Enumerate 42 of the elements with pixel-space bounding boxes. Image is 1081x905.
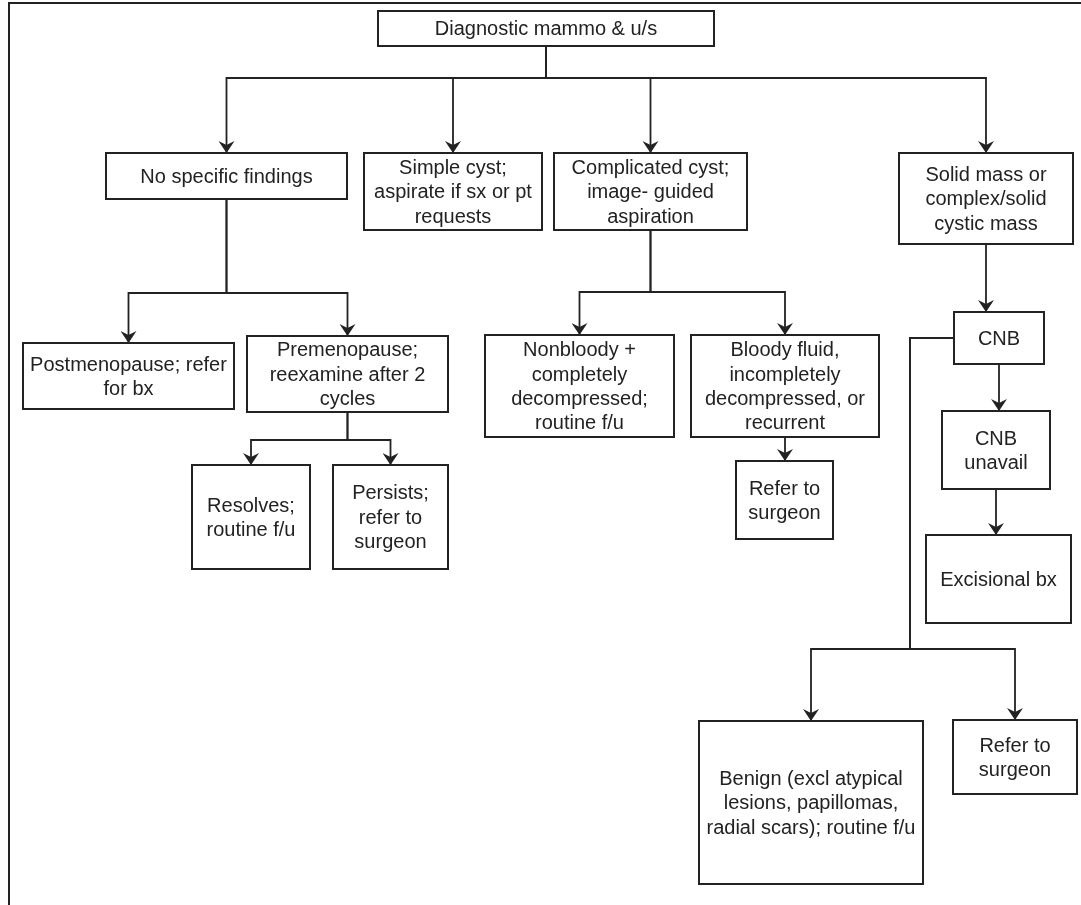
box-text: Premenopause; reexamine after 2 cycles	[268, 337, 427, 411]
process-box	[105, 152, 348, 200]
process-box	[22, 342, 235, 410]
box-text: Postmenopause; refer for bx	[30, 351, 227, 401]
process-box	[377, 10, 715, 47]
box-text: Nonbloody + completely decompressed; routine f/u	[510, 337, 649, 435]
process-box	[952, 719, 1078, 795]
box-text: Complicated cyst; image- guided aspiration	[570, 154, 731, 229]
process-box	[332, 464, 449, 570]
process-box	[925, 534, 1072, 624]
arrow	[978, 244, 994, 312]
arrow	[225, 199, 356, 336]
process-box	[941, 410, 1051, 490]
arrow	[649, 230, 793, 335]
process-box	[363, 152, 543, 231]
box-text: CNB	[977, 325, 1021, 351]
box-text: Solid mass or complex/solid cystic mass	[924, 161, 1048, 236]
arrow	[777, 437, 793, 461]
box-text: Simple cyst; aspirate if sx or pt requests	[373, 154, 533, 229]
box-text: No specific findings	[140, 163, 313, 189]
process-box	[690, 334, 880, 438]
process-box	[898, 152, 1074, 245]
box-text: Benign (excl atypical lesions, papillomas, radial scars); routine f/u	[706, 765, 916, 840]
process-box	[698, 720, 924, 885]
box-text: Resolves; routine f/u	[205, 492, 297, 542]
box-text: Diagnostic mammo & u/s	[434, 16, 658, 41]
box-text: Refer to surgeon	[977, 732, 1053, 782]
arrow	[909, 337, 1023, 720]
process-box	[553, 152, 748, 231]
arrow	[988, 489, 1004, 535]
box-text: Refer to surgeon	[747, 475, 822, 525]
box-text: Persists; refer to surgeon	[351, 480, 430, 554]
box-text: Excisional bx	[940, 566, 1057, 592]
box-text: Bloody fluid, incompletely decompressed, or recurrent	[703, 337, 867, 435]
process-box	[953, 311, 1045, 365]
process-box	[735, 460, 834, 540]
box-text: CNB unavail	[963, 425, 1029, 475]
arrow	[346, 412, 399, 465]
process-box	[246, 335, 449, 413]
process-box	[484, 334, 675, 438]
process-box	[191, 464, 311, 570]
arrow	[991, 364, 1007, 411]
